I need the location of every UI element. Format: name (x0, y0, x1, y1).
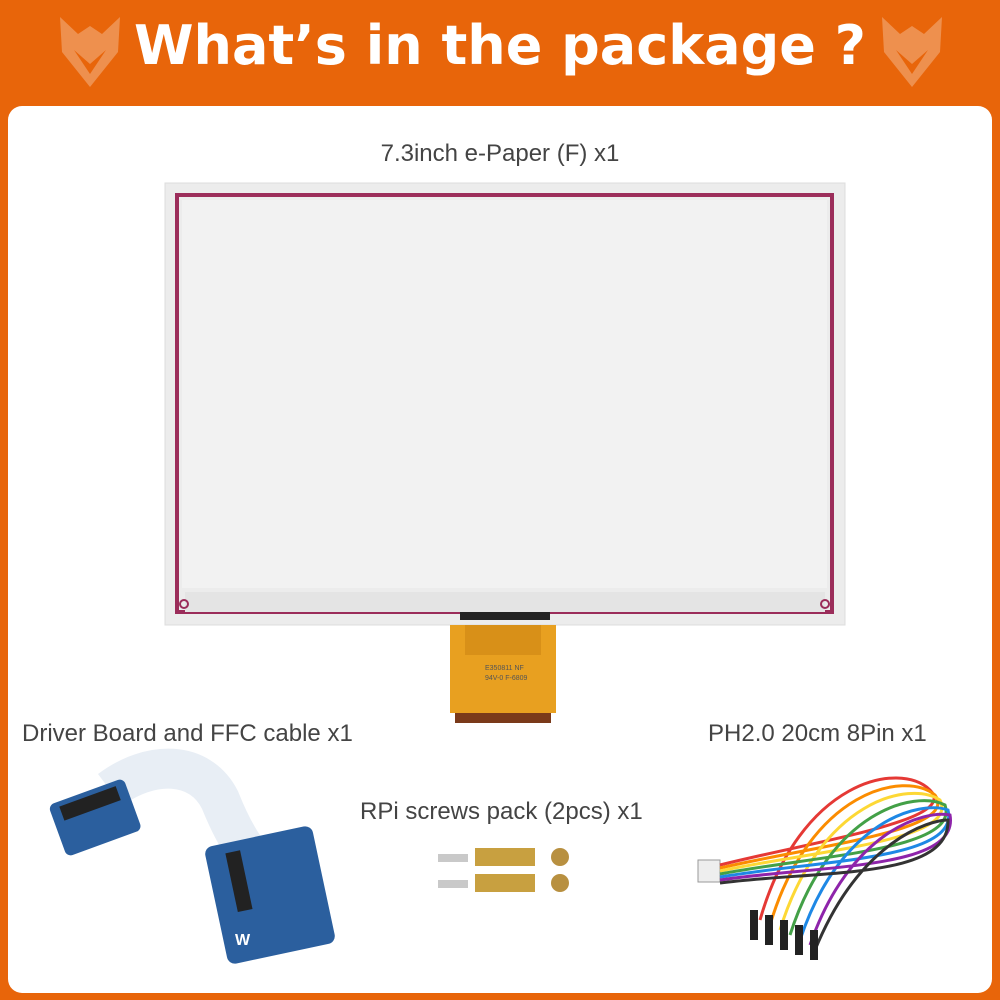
epaper-label: 7.3inch e-Paper (F) x1 (380, 140, 620, 167)
driver-board-label: Driver Board and FFC cable x1 (22, 720, 353, 747)
fox-logo-icon (882, 17, 942, 87)
page-title: What’s in the package ? (133, 14, 866, 77)
svg-text:94V-0 F-6809: 94V-0 F-6809 (485, 675, 528, 682)
screws-label: RPi screws pack (2pcs) x1 (360, 798, 643, 825)
fox-logo-icon (60, 17, 120, 87)
svg-text:W: W (235, 932, 251, 949)
wire-harness-label: PH2.0 20cm 8Pin x1 (708, 720, 927, 747)
svg-text:E350811 NF: E350811 NF (485, 665, 524, 672)
